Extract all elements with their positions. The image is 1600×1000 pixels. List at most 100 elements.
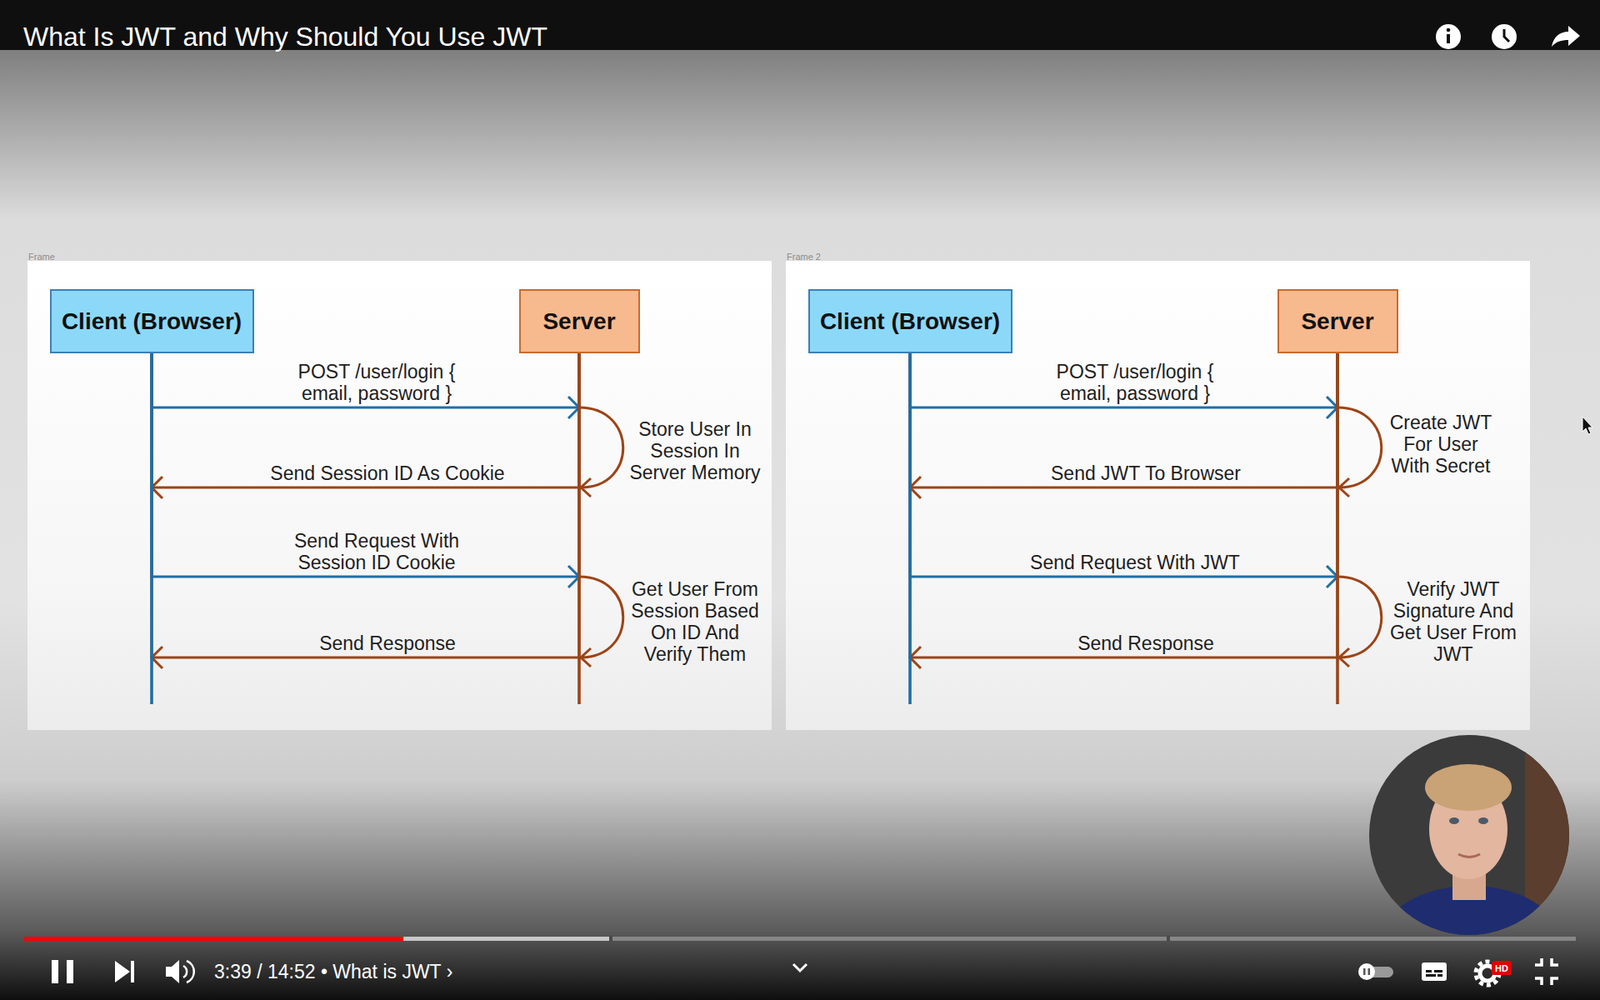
arrow-head — [1326, 396, 1338, 419]
message-arrow — [910, 353, 1338, 419]
server-box: Server — [1277, 289, 1399, 354]
hd-badge — [1491, 960, 1512, 975]
hd-badge-text: HD — [1495, 963, 1509, 974]
info-icon-mark — [1446, 34, 1450, 44]
progress-played — [24, 936, 404, 941]
message-label: Send Request With Session ID Cookie — [287, 530, 467, 574]
clock-icon — [1491, 24, 1517, 50]
arrow-line — [151, 353, 580, 488]
frame-label: Frame — [28, 251, 55, 263]
message-label: Send Response — [319, 632, 456, 655]
box-label: Server — [542, 308, 615, 335]
settings-gear — [1480, 965, 1495, 981]
clock-hands — [1504, 29, 1510, 42]
presenter-mouth — [1458, 854, 1480, 858]
autoplay-knob — [1358, 963, 1375, 980]
chapter-gap — [609, 935, 613, 942]
arrow-head — [568, 565, 580, 588]
arrow-line — [910, 353, 1338, 577]
client-lifeline — [908, 353, 912, 705]
process-note: Verify JWT Signature And Get User From J… — [1385, 578, 1523, 665]
arrow-line — [910, 353, 1338, 408]
frame-panel-fill — [785, 260, 1530, 730]
client-box: Client (Browser) — [50, 289, 255, 354]
mouse-cursor — [1582, 416, 1593, 435]
process-note: Get User From Session Based On ID And Ve… — [626, 578, 765, 665]
message-label: Send Response — [1077, 632, 1215, 655]
message-label: Send Session ID As Cookie — [270, 462, 505, 485]
webcam-background — [1369, 735, 1570, 935]
server-lifeline — [1335, 353, 1340, 705]
presenter-eye — [1449, 817, 1460, 825]
time-display: 3:39 / 14:52 • What is JWT › — [214, 960, 453, 983]
message-label: Send JWT To Browser — [1050, 462, 1241, 485]
message-label: POST /user/login { email, password } — [1045, 360, 1225, 405]
presenter-hair — [1425, 764, 1512, 811]
frame-panel: Client (Browser)ServerFrame 2 — [785, 260, 1530, 730]
process-note: Store User In Session In Server Memory — [626, 418, 765, 484]
subtitles-line — [1434, 970, 1443, 973]
process-loop — [579, 407, 624, 497]
box-label: Server — [1300, 308, 1374, 335]
message-arrow — [151, 353, 580, 669]
message-arrow — [910, 353, 1338, 588]
arrow-line — [151, 353, 580, 577]
arrow-line — [910, 353, 1338, 658]
presenter-neck — [1452, 866, 1486, 900]
presenter-eye — [1478, 817, 1489, 825]
message-arrow — [910, 353, 1338, 669]
share-icon — [1551, 25, 1580, 47]
server-lifeline — [577, 353, 581, 705]
arrow-line — [910, 353, 1338, 488]
chevron-down-icon — [793, 964, 807, 971]
arrow-head — [568, 396, 580, 419]
frame-panel-fill — [27, 260, 772, 730]
message-arrow — [151, 353, 580, 499]
server-box: Server — [519, 289, 640, 354]
progress-track — [24, 936, 1576, 941]
box-label: Client (Browser) — [820, 308, 1000, 335]
presenter-video — [1369, 733, 1575, 990]
subtitles-line — [1425, 974, 1436, 977]
presenter-face — [1429, 779, 1508, 880]
exit-fullscreen-icon — [1535, 958, 1559, 985]
autoplay-pause-mark — [1368, 968, 1371, 975]
subtitles-line — [1437, 974, 1443, 977]
next-icon — [115, 960, 130, 983]
message-arrow — [151, 353, 580, 419]
next-icon-bar — [130, 960, 135, 983]
message-arrow — [910, 353, 1338, 499]
message-label: POST /user/login { email, password } — [287, 360, 467, 405]
arrow-head — [910, 646, 921, 669]
client-lifeline — [150, 353, 154, 705]
autoplay-toggle — [1360, 966, 1394, 978]
box-label: Client (Browser) — [61, 308, 242, 335]
arrow-head — [1326, 565, 1338, 588]
arrow-head — [151, 476, 163, 499]
subtitles-icon — [1421, 962, 1447, 981]
subtitles-line — [1425, 970, 1432, 973]
info-icon-dot — [1446, 28, 1451, 33]
client-box: Client (Browser) — [808, 289, 1013, 354]
autoplay-pause-mark — [1363, 968, 1366, 975]
progress-buffered — [24, 936, 610, 941]
pause-icon — [51, 960, 59, 984]
chapter-gap — [1166, 935, 1170, 942]
pause-icon — [66, 960, 74, 984]
arrow-line — [151, 353, 580, 658]
message-arrow — [151, 353, 580, 588]
volume-wave — [186, 960, 195, 983]
arrow-head — [151, 646, 163, 669]
process-note: Create JWT For User With Secret — [1385, 411, 1496, 477]
video-title: What Is JWT and Why Should You Use JWT — [23, 20, 548, 53]
info-icon — [1435, 24, 1461, 50]
process-loop — [579, 576, 624, 667]
volume-wave — [183, 965, 187, 978]
arrow-line — [151, 353, 580, 408]
presenter-shirt — [1383, 885, 1559, 990]
